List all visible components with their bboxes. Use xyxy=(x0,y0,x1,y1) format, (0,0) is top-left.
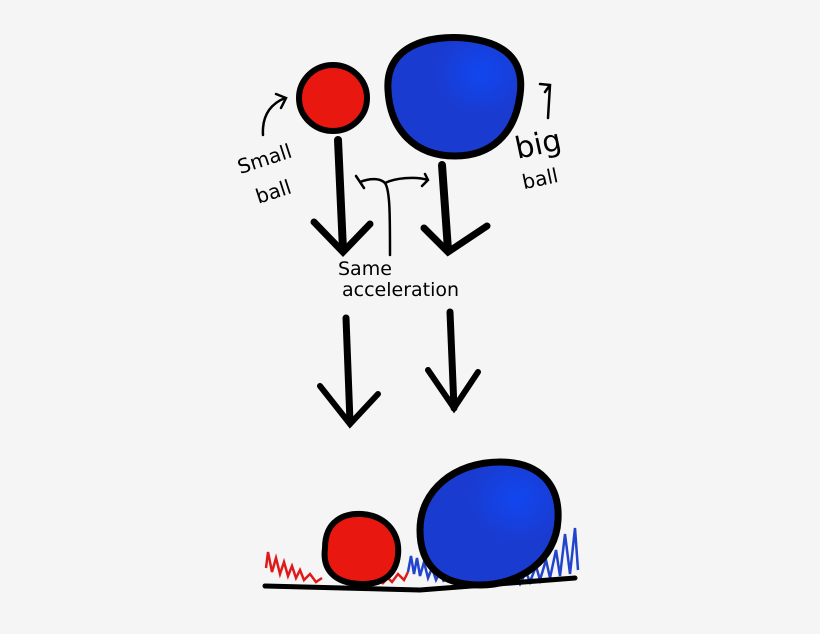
big-ball-pointer-icon xyxy=(538,82,552,120)
big-ball-bottom xyxy=(416,458,562,589)
bracket-icon xyxy=(354,172,430,257)
ground-line xyxy=(262,575,578,593)
arrow-down-icon xyxy=(425,308,481,414)
arrow-down-icon xyxy=(420,161,491,257)
same-acceleration-label: Same acceleration xyxy=(338,260,459,300)
small-ball-bottom xyxy=(321,510,402,588)
big-ball-top xyxy=(384,34,525,160)
arrow-down-icon xyxy=(310,136,374,258)
small-ball-pointer-icon xyxy=(261,92,288,137)
red-squiggle-left xyxy=(264,551,323,584)
big-ball-label-line1: big xyxy=(511,122,565,167)
same-label: Same xyxy=(338,258,392,280)
small-ball-top xyxy=(296,62,370,134)
acceleration-label: acceleration xyxy=(342,279,460,301)
arrow-down-icon xyxy=(317,314,381,429)
